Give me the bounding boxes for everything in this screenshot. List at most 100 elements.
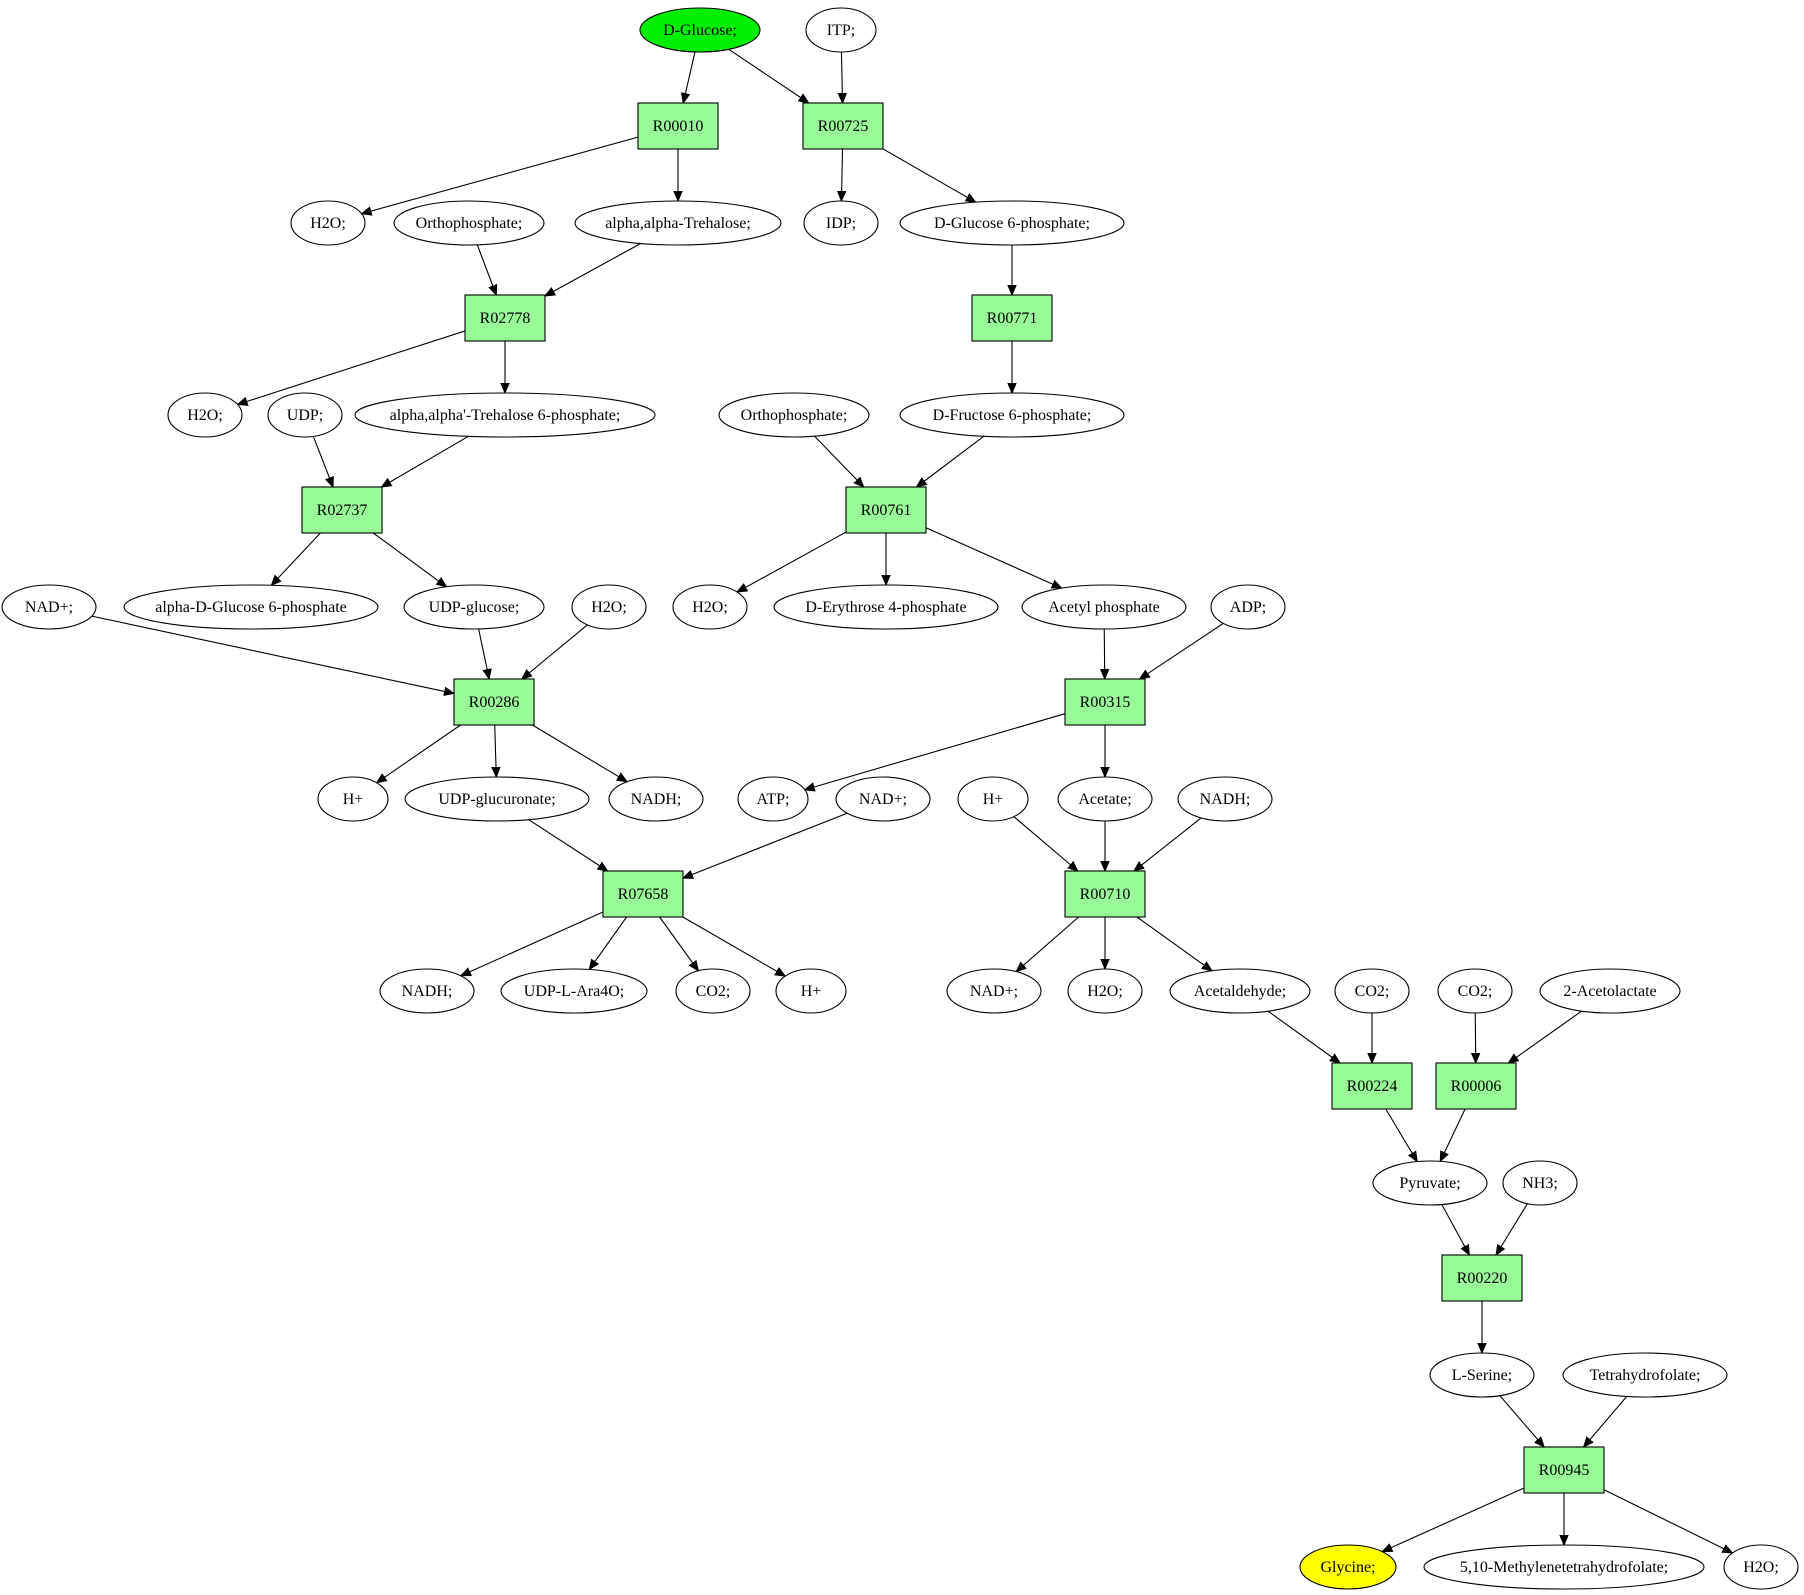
compound-node-l-serine[interactable]: L-Serine; bbox=[1429, 1352, 1535, 1398]
compound-label: H2O; bbox=[692, 599, 728, 616]
compound-label: NAD+; bbox=[859, 791, 907, 808]
compound-node-nh3[interactable]: NH3; bbox=[1502, 1160, 1578, 1206]
compound-node-udp-glucose[interactable]: UDP-glucose; bbox=[403, 584, 545, 630]
edge-udp-to-R02737 bbox=[312, 436, 333, 487]
reaction-node-r02778[interactable]: R02778 bbox=[464, 294, 546, 342]
reaction-node-r00286[interactable]: R00286 bbox=[453, 678, 535, 726]
compound-node-nad[interactable]: NAD+; bbox=[835, 776, 931, 822]
compound-label: IDP; bbox=[826, 215, 856, 232]
compound-node-orthophosphate[interactable]: Orthophosphate; bbox=[718, 392, 870, 438]
reaction-box bbox=[1523, 1446, 1605, 1494]
edge-dglucose-to-R00010 bbox=[683, 51, 696, 103]
reaction-node-r00945[interactable]: R00945 bbox=[1523, 1446, 1605, 1494]
reaction-node-r07658[interactable]: R07658 bbox=[602, 870, 684, 918]
compound-ellipse bbox=[167, 392, 243, 438]
compound-node-alpha-alpha-trehalose-6-phosphate[interactable]: alpha,alpha'-Trehalose 6-phosphate; bbox=[354, 392, 656, 438]
compound-node-idp[interactable]: IDP; bbox=[803, 200, 879, 246]
compound-node-h[interactable]: H+ bbox=[317, 776, 389, 822]
compound-node-atp[interactable]: ATP; bbox=[737, 776, 809, 822]
compound-node-glycine[interactable]: Glycine; bbox=[1299, 1544, 1397, 1590]
compound-node-h2o[interactable]: H2O; bbox=[571, 584, 647, 630]
compound-label: alpha,alpha'-Trehalose 6-phosphate; bbox=[390, 407, 621, 424]
compound-node-alpha-alpha-trehalose[interactable]: alpha,alpha-Trehalose; bbox=[574, 200, 782, 246]
reaction-node-r00761[interactable]: R00761 bbox=[845, 486, 927, 534]
reaction-node-r00006[interactable]: R00006 bbox=[1435, 1062, 1517, 1110]
reaction-node-r02737[interactable]: R02737 bbox=[301, 486, 383, 534]
compound-node-orthophosphate[interactable]: Orthophosphate; bbox=[393, 200, 545, 246]
compound-node-alpha-d-glucose-6-phosphate[interactable]: alpha-D-Glucose 6-phosphate bbox=[123, 584, 379, 630]
edge-t6p-to-R02737 bbox=[381, 435, 469, 487]
compound-label: H2O; bbox=[1743, 1559, 1779, 1576]
compound-node-h2o[interactable]: H2O; bbox=[1723, 1544, 1799, 1590]
reaction-label: R00220 bbox=[1457, 1270, 1508, 1287]
compound-ellipse bbox=[1539, 968, 1681, 1014]
compound-node-co2[interactable]: CO2; bbox=[675, 968, 751, 1014]
compound-ellipse bbox=[1021, 584, 1187, 630]
compound-node-udp-l-ara4o[interactable]: UDP-L-Ara4O; bbox=[500, 968, 648, 1014]
compound-node-5-10-methylenetetrahydrofolate[interactable]: 5,10-Methylenetetrahydrofolate; bbox=[1423, 1544, 1705, 1590]
compound-node-udp-glucuronate[interactable]: UDP-glucuronate; bbox=[404, 776, 590, 822]
compound-node-nad[interactable]: NAD+; bbox=[946, 968, 1042, 1014]
compound-node-nad[interactable]: NAD+; bbox=[1, 584, 97, 630]
reaction-label: R00286 bbox=[469, 694, 520, 711]
edge-ortho_1-to-R02778 bbox=[476, 244, 496, 295]
edge-nadp_1-to-R00286 bbox=[91, 615, 454, 693]
compound-node-h2o[interactable]: H2O; bbox=[1067, 968, 1143, 1014]
compound-label: NADH; bbox=[1200, 791, 1251, 808]
edge-R00761-to-h2o_4 bbox=[737, 531, 847, 592]
reaction-label: R00006 bbox=[1451, 1078, 1502, 1095]
reaction-node-r00010[interactable]: R00010 bbox=[637, 102, 719, 150]
compound-ellipse bbox=[957, 776, 1029, 822]
compound-node-co2[interactable]: CO2; bbox=[1334, 968, 1410, 1014]
compound-node-acetaldehyde[interactable]: Acetaldehyde; bbox=[1169, 968, 1311, 1014]
edge-R00945-to-glycine bbox=[1382, 1487, 1525, 1552]
compound-node-d-glucose[interactable]: D-Glucose; bbox=[639, 7, 761, 53]
compound-ellipse bbox=[403, 584, 545, 630]
edge-R02737-to-adg6p bbox=[271, 532, 321, 585]
compound-node-adp[interactable]: ADP; bbox=[1210, 584, 1286, 630]
compound-node-d-fructose-6-phosphate[interactable]: D-Fructose 6-phosphate; bbox=[899, 392, 1125, 438]
compound-node-nadh[interactable]: NADH; bbox=[1177, 776, 1273, 822]
compound-node-tetrahydrofolate[interactable]: Tetrahydrofolate; bbox=[1562, 1352, 1728, 1398]
compound-ellipse bbox=[393, 200, 545, 246]
compound-node-d-erythrose-4-phosphate[interactable]: D-Erythrose 4-phosphate bbox=[773, 584, 999, 630]
edge-co2_3-to-R00006 bbox=[1475, 1012, 1476, 1063]
compound-node-udp[interactable]: UDP; bbox=[267, 392, 343, 438]
compound-node-h[interactable]: H+ bbox=[957, 776, 1029, 822]
reaction-label: R00224 bbox=[1347, 1078, 1398, 1095]
reaction-node-r00725[interactable]: R00725 bbox=[802, 102, 884, 150]
edge-R00286-to-hplus_1 bbox=[377, 724, 461, 783]
compound-ellipse bbox=[946, 968, 1042, 1014]
compound-node-h2o[interactable]: H2O; bbox=[290, 200, 366, 246]
edge-hplus_2-to-R00710 bbox=[1013, 816, 1078, 871]
compound-ellipse bbox=[354, 392, 656, 438]
compound-node-itp[interactable]: ITP; bbox=[805, 7, 877, 53]
compound-label: Tetrahydrofolate; bbox=[1590, 1367, 1701, 1384]
compound-node-pyruvate[interactable]: Pyruvate; bbox=[1372, 1160, 1488, 1206]
compound-ellipse bbox=[1372, 1160, 1488, 1206]
reaction-node-r00224[interactable]: R00224 bbox=[1331, 1062, 1413, 1110]
compound-node-h[interactable]: H+ bbox=[775, 968, 847, 1014]
edge-R00315-to-atp bbox=[805, 713, 1066, 790]
reaction-node-r00315[interactable]: R00315 bbox=[1064, 678, 1146, 726]
compound-node-co2[interactable]: CO2; bbox=[1437, 968, 1513, 1014]
compound-node-d-glucose-6-phosphate[interactable]: D-Glucose 6-phosphate; bbox=[899, 200, 1125, 246]
compound-node-acetate[interactable]: Acetate; bbox=[1057, 776, 1153, 822]
reaction-label: R02778 bbox=[480, 310, 531, 327]
reaction-box bbox=[1064, 870, 1146, 918]
compound-label: NADH; bbox=[631, 791, 682, 808]
compound-ellipse bbox=[290, 200, 366, 246]
reaction-node-r00710[interactable]: R00710 bbox=[1064, 870, 1146, 918]
reaction-node-r00220[interactable]: R00220 bbox=[1441, 1254, 1523, 1302]
compound-node-h2o[interactable]: H2O; bbox=[167, 392, 243, 438]
edge-udpglcur-to-R07658 bbox=[528, 819, 608, 871]
compound-node-acetyl-phosphate[interactable]: Acetyl phosphate bbox=[1021, 584, 1187, 630]
compound-node-h2o[interactable]: H2O; bbox=[672, 584, 748, 630]
compound-node-2-acetolactate[interactable]: 2-Acetolactate bbox=[1539, 968, 1681, 1014]
reaction-node-r00771[interactable]: R00771 bbox=[971, 294, 1053, 342]
compound-node-nadh[interactable]: NADH; bbox=[608, 776, 704, 822]
compound-node-nadh[interactable]: NADH; bbox=[379, 968, 475, 1014]
edge-nadp_2-to-R07658 bbox=[683, 812, 848, 878]
